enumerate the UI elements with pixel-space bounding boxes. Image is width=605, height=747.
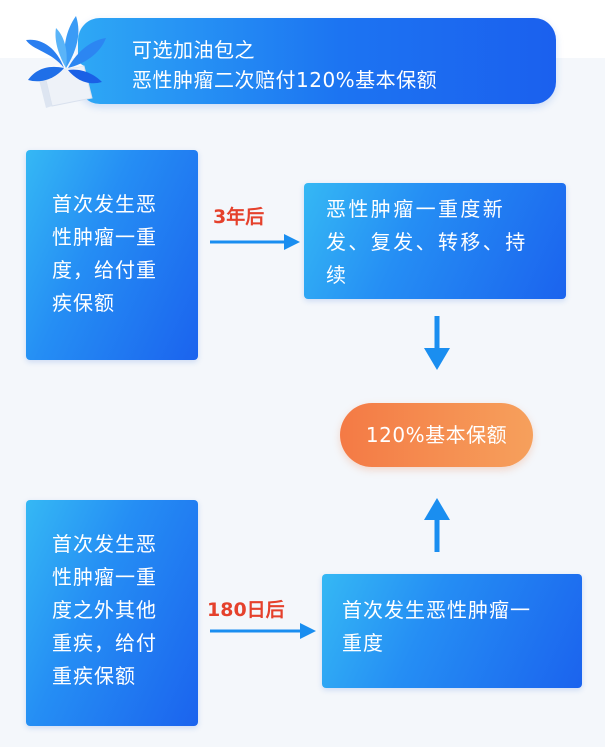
first-cancer-box: 首次发生恶 性肿瘤一重 度，给付重 疾保额 [26, 150, 198, 360]
arrow-right-icon [210, 234, 300, 250]
header-banner [78, 18, 556, 104]
after-3-years-label: 3年后 [213, 206, 265, 228]
result-pill: 120%基本保额 [340, 403, 533, 467]
plant-logo-icon [26, 16, 106, 108]
first-cancer-after-box: 首次发生恶性肿瘤一 重度 [322, 574, 582, 688]
after-180-days-label: 180日后 [207, 599, 285, 621]
arrow-right-icon [210, 623, 316, 639]
arrow-up-icon [424, 498, 450, 552]
arrow-down-icon [424, 316, 450, 370]
new-cancer-box: 恶性肿瘤一重度新 发、复发、转移、持 续 [304, 183, 566, 299]
header-title-line1: 可选加油包之 [132, 38, 255, 62]
header-title-line2: 恶性肿瘤二次赔付120%基本保额 [132, 68, 438, 92]
other-illness-box: 首次发生恶 性肿瘤一重 度之外其他 重疾，给付 重疾保额 [26, 500, 198, 726]
